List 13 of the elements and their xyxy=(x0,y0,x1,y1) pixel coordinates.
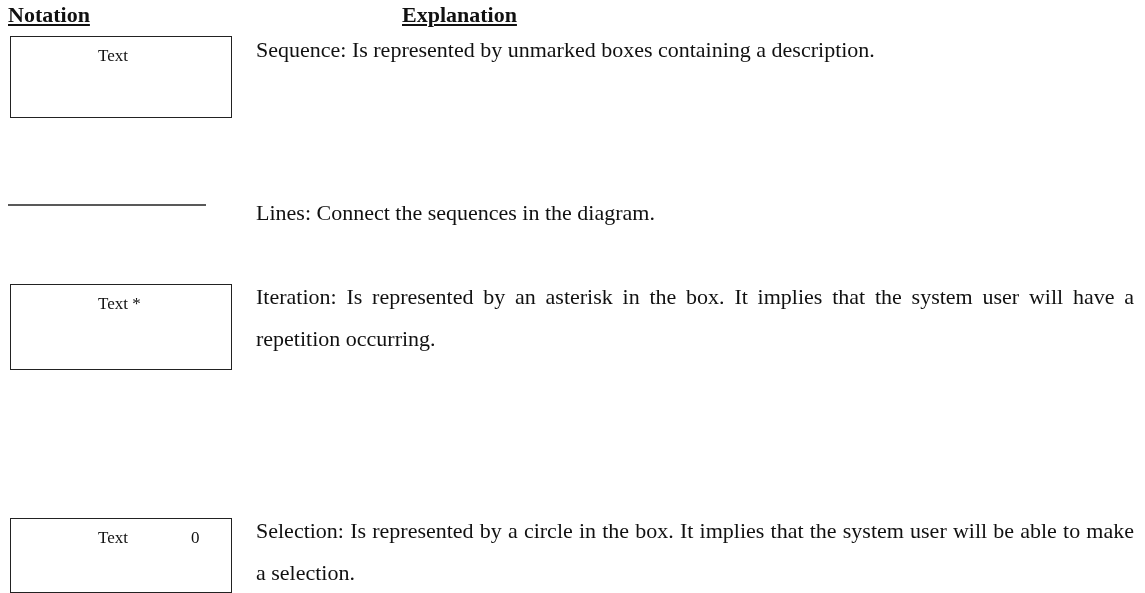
explanation-text: Iteration: Is represented by an asterisk in the box. It implies that the system user will have a repetition occurring. xyxy=(256,283,1134,353)
box-text: Text * xyxy=(98,294,141,314)
explanation-text: Lines: Connect the sequences in the diagram. xyxy=(256,199,656,227)
explanation-text: Selection: Is represented by a circle in the box. It implies that the system user will be able to make a selection. xyxy=(256,517,1134,587)
notation-box xyxy=(10,518,232,593)
notation-box xyxy=(10,284,232,370)
notation-box xyxy=(10,36,232,118)
explanation-text: Sequence: Is represented by unmarked boxes containing a description. xyxy=(256,36,876,64)
box-text: Text xyxy=(98,46,128,66)
box-text: Text xyxy=(98,528,128,548)
column-heading: Notation xyxy=(8,2,90,28)
selection-mark: 0 xyxy=(191,528,200,548)
column-heading: Explanation xyxy=(402,2,517,28)
